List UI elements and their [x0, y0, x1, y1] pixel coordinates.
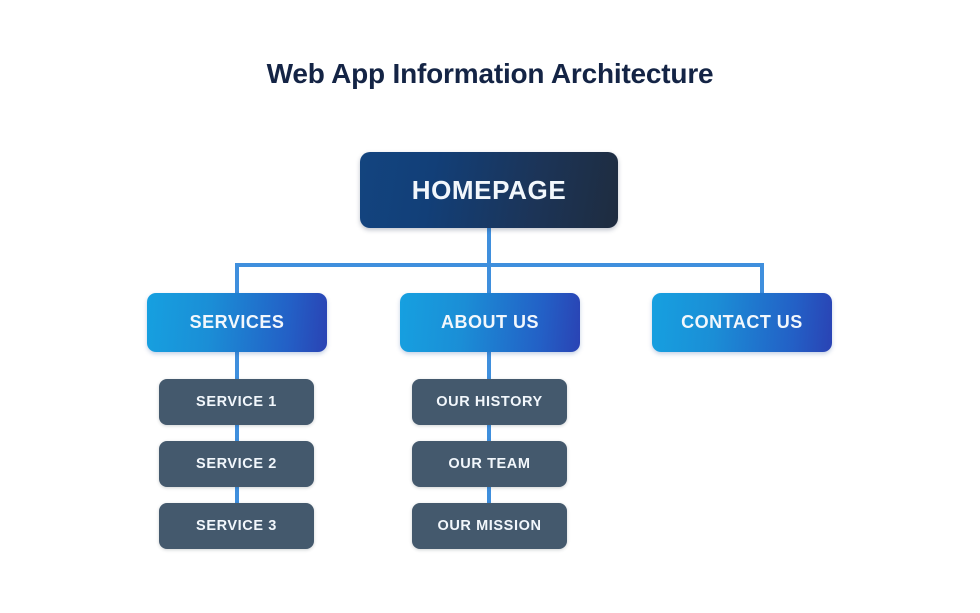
node-service-1[interactable]: SERVICE 1 [159, 379, 314, 425]
node-our-history[interactable]: OUR HISTORY [412, 379, 567, 425]
node-homepage[interactable]: HOMEPAGE [360, 152, 618, 228]
page-title: Web App Information Architecture [266, 58, 714, 89]
node-our-team[interactable]: OUR TEAM [412, 441, 567, 487]
node-our-mission[interactable]: OUR MISSION [412, 503, 567, 549]
node-contact-us[interactable]: CONTACT US [652, 293, 832, 352]
node-service-3[interactable]: SERVICE 3 [159, 503, 314, 549]
node-services[interactable]: SERVICES [147, 293, 327, 352]
node-about-us[interactable]: ABOUT US [400, 293, 580, 352]
node-service-2[interactable]: SERVICE 2 [159, 441, 314, 487]
